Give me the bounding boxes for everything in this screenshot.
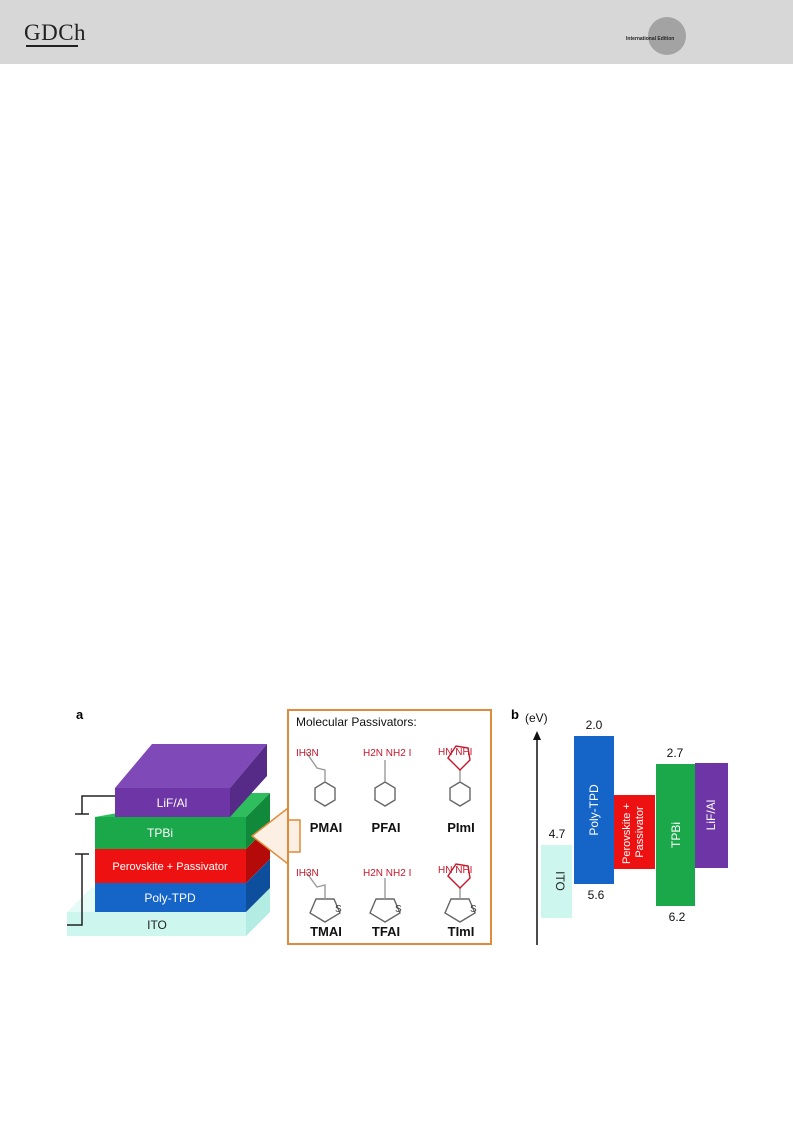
- panel-a-letter: a: [76, 707, 84, 722]
- layer-label-perovskite: Perovskite + Passivator: [112, 861, 228, 873]
- passivators-title: Molecular Passivators:: [296, 715, 417, 729]
- band-label-tpbi: TPBi: [669, 822, 683, 848]
- value-tpbi-bottom: 6.2: [669, 910, 686, 924]
- formula-pmai: IH3N: [296, 748, 319, 759]
- sulfur-tfai: S: [395, 904, 402, 915]
- band-label-ito: ITO: [553, 871, 567, 891]
- name-timi: TImI: [448, 924, 475, 939]
- passivators-frame: [287, 709, 492, 945]
- name-pfai: PFAI: [372, 820, 401, 835]
- name-tmai: TMAI: [310, 924, 342, 939]
- name-pmai: PMAI: [310, 820, 343, 835]
- circuit-wires: [67, 795, 115, 926]
- layer-label-ito: ITO: [147, 918, 167, 932]
- value-poly-tpd-top: 2.0: [586, 718, 603, 732]
- name-pimi: PImI: [447, 820, 474, 835]
- value-ito: 4.7: [549, 827, 566, 841]
- band-label-lif-al: LiF/Al: [704, 800, 718, 831]
- energy-axis-label: (eV): [525, 711, 548, 725]
- band-label-perovskite-line2: Passivator: [634, 806, 646, 858]
- layer-label-lif-al: LiF/Al: [157, 796, 188, 810]
- molecule-structures: [305, 745, 476, 923]
- formula-timi: HN NHI: [438, 865, 472, 876]
- value-tpbi-top: 2.7: [667, 746, 684, 760]
- molecule-formulas: IH3N H2N NH2 I HN NHI IH3N H2N NH2 I HN …: [296, 747, 472, 879]
- band-perovskite: [614, 795, 655, 869]
- energy-axis: [533, 731, 541, 945]
- layer-lif-al: LiF/Al: [115, 744, 267, 817]
- thiophene-sulfur-labels: S S S: [335, 904, 477, 915]
- name-tfai: TFAI: [372, 924, 400, 939]
- band-tpbi: [656, 764, 695, 906]
- sulfur-timi: S: [470, 904, 477, 915]
- seal-text: International Edition: [626, 36, 675, 42]
- formula-tfai: H2N NH2 I: [363, 868, 411, 879]
- logo-underline: [26, 45, 78, 47]
- band-poly-tpd: [574, 736, 614, 884]
- panel-b-letter: b: [511, 707, 519, 722]
- formula-tmai: IH3N: [296, 868, 319, 879]
- journal-seal-icon: [648, 17, 686, 55]
- band-ito: [541, 845, 572, 918]
- sulfur-tmai: S: [335, 904, 342, 915]
- formula-pimi: HN NHI: [438, 747, 472, 758]
- band-lif-al: [695, 763, 728, 868]
- energy-values: 2.0 2.7 4.7 5.6 6.2: [549, 718, 686, 924]
- gdch-logo: GDCh: [24, 20, 87, 45]
- layer-label-tpbi: TPBi: [147, 826, 173, 840]
- layer-label-poly-tpd: Poly-TPD: [144, 891, 196, 905]
- formula-pfai: H2N NH2 I: [363, 748, 411, 759]
- value-poly-tpd-bottom: 5.6: [588, 888, 605, 902]
- journal-header: GDCh International Edition: [0, 0, 793, 64]
- molecule-names: PMAI PFAI PImI TMAI TFAI TImI: [310, 820, 475, 939]
- band-label-perovskite: Perovskite + Passivator: [621, 800, 646, 864]
- layer-poly-tpd: Poly-TPD: [95, 859, 270, 912]
- band-label-poly-tpd: Poly-TPD: [587, 784, 601, 836]
- band-label-perovskite-line1: Perovskite +: [621, 803, 633, 864]
